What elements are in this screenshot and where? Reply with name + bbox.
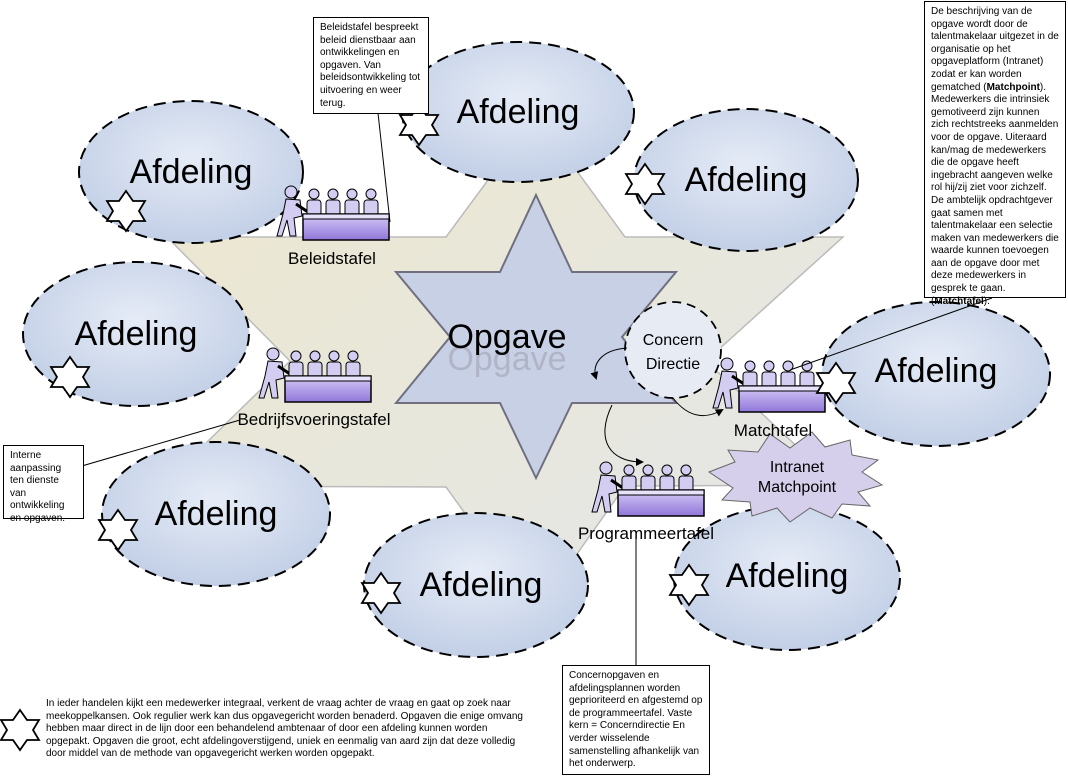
concern-line1: Concern xyxy=(643,332,703,349)
center-label-reflection: Opgave xyxy=(447,340,566,378)
star-icon xyxy=(398,103,440,147)
department-label: Afdeling xyxy=(155,495,278,533)
legend-star-icon xyxy=(0,708,41,752)
department-afdeling-6: Afdeling xyxy=(101,441,331,587)
note-text-bold2: Matchtafel xyxy=(934,295,984,307)
programmeertafel: Programmeertafel xyxy=(578,460,714,543)
legend-text-content: In ieder handelen kijkt een medewerker i… xyxy=(46,698,523,760)
concern-line2: Directie xyxy=(646,356,700,373)
center-opgave: Opgave Opgave xyxy=(393,192,679,481)
star-icon xyxy=(815,361,857,405)
intranet-line1: Intranet xyxy=(770,459,825,476)
department-label: Afdeling xyxy=(726,557,849,595)
callout-line-beleid xyxy=(377,112,391,223)
concern-directie: Concern Directie xyxy=(624,301,722,399)
note-matchtafel: De beschrijving van de opgave wordt door… xyxy=(924,1,1066,307)
note-text: Beleidstafel bespreekt beleid dienstbaar… xyxy=(320,22,421,109)
department-label: Afdeling xyxy=(420,566,543,604)
department-afdeling-8: Afdeling xyxy=(673,505,901,651)
note-text-part3: ). xyxy=(983,295,990,307)
callout-line-bedrijfsvoering xyxy=(67,419,241,471)
beleidstafel: Beleidstafel xyxy=(275,184,391,268)
department-label: Afdeling xyxy=(685,161,808,199)
note-text-part1: De beschrijving van de opgave wordt door… xyxy=(931,6,1059,93)
department-stars xyxy=(49,103,857,615)
department-label: Afdeling xyxy=(75,315,198,353)
note-text: Interne aanpassing ten dienste van ontwi… xyxy=(10,450,66,524)
intranet-matchpoint: Intranet Matchpoint xyxy=(707,431,884,523)
callout-line-match xyxy=(789,297,993,371)
table-label: Bedrijfsvoeringstafel xyxy=(237,410,390,429)
note-text-part2: ). Medewerkers die intrinsiek gemotiveer… xyxy=(931,81,1059,307)
note-programmeertafel: Concernopgaven en afdelingsplannen worde… xyxy=(562,665,710,775)
star-icon xyxy=(105,189,147,233)
department-label: Afdeling xyxy=(875,352,998,390)
arrow-to-programmeertafel xyxy=(604,404,644,466)
star-icon xyxy=(360,571,402,615)
burst-icon xyxy=(707,431,884,523)
note-beleidstafel: Beleidstafel bespreekt beleid dienstbaar… xyxy=(313,17,429,114)
table-label: Beleidstafel xyxy=(288,249,376,268)
department-afdeling-7: Afdeling xyxy=(363,512,589,658)
department-label: Afdeling xyxy=(457,93,580,131)
table-label: Programmeertafel xyxy=(578,524,714,543)
department-label: Afdeling xyxy=(130,153,253,191)
matchtafel: Matchtafel xyxy=(711,356,827,440)
star-icon xyxy=(624,162,666,206)
star-icon xyxy=(49,355,91,399)
note-text-bold1: Matchpoint xyxy=(986,81,1040,93)
star-icon xyxy=(97,508,139,552)
arrow-to-matchtafel xyxy=(672,397,724,417)
note-bedrijfsvoering: Interne aanpassing ten dienste van ontwi… xyxy=(3,445,84,524)
department-afdeling-3: Afdeling xyxy=(633,108,859,252)
department-afdeling-2: Afdeling xyxy=(401,41,635,183)
note-text: Concernopgaven en afdelingsplannen worde… xyxy=(569,670,703,770)
intranet-line2: Matchpoint xyxy=(758,479,837,496)
center-label: Opgave xyxy=(447,318,566,356)
department-afdeling-5: Afdeling xyxy=(821,301,1051,447)
table-label: Matchtafel xyxy=(734,421,812,440)
bedrijfsvoeringstafel: Bedrijfsvoeringstafel xyxy=(237,346,391,429)
star-icon xyxy=(668,563,710,607)
arrow-to-opgave xyxy=(590,347,628,380)
legend-text: In ieder handelen kijkt een medewerker i… xyxy=(46,698,524,761)
center-star-icon xyxy=(393,192,679,481)
